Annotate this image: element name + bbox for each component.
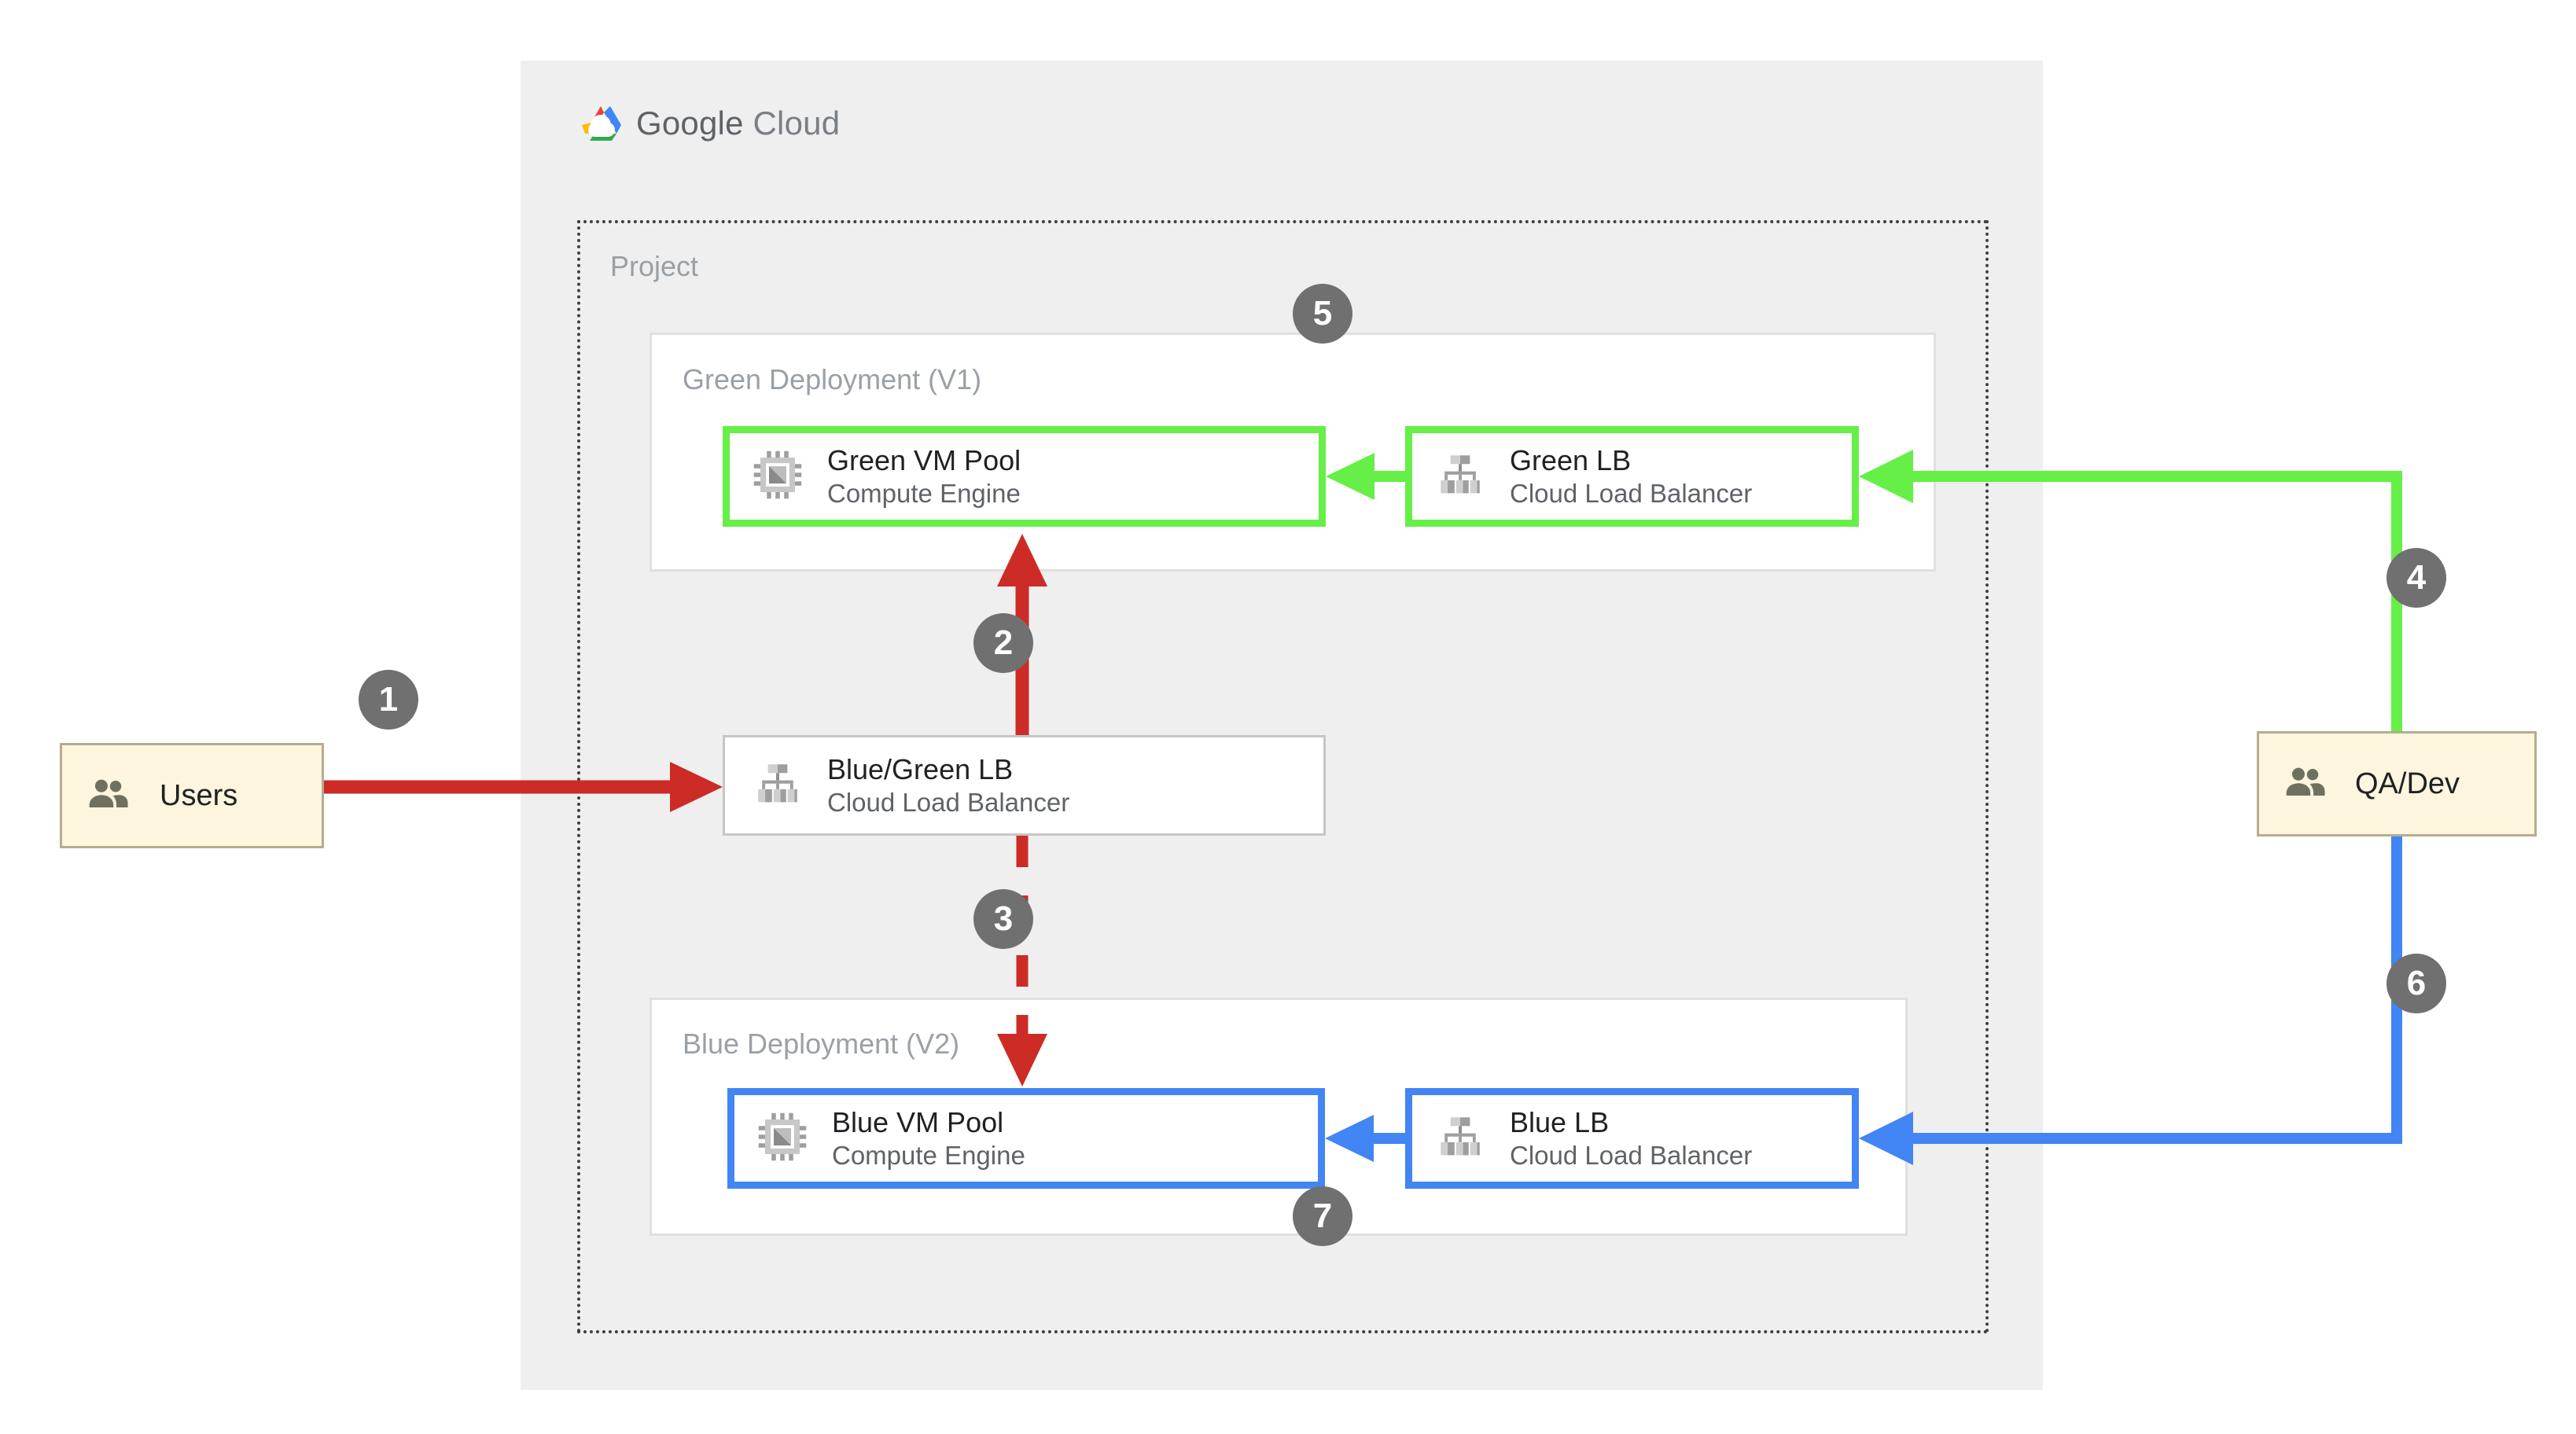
actor-label: Users [160, 778, 238, 812]
actor-users[interactable]: Users [60, 743, 324, 848]
node-blue-green-lb[interactable]: Blue/Green LB Cloud Load Balancer [723, 735, 1326, 836]
green-deployment-label: Green Deployment (V1) [683, 363, 982, 395]
actor-label: QA/Dev [2355, 767, 2460, 800]
load-balancer-icon [1434, 449, 1486, 505]
step-badge-3: 3 [973, 889, 1033, 949]
node-title: Blue LB [1510, 1105, 1610, 1138]
step-badge-number: 3 [993, 899, 1014, 938]
node-subtitle: Cloud Load Balancer [1510, 1140, 1753, 1170]
step-badge-number: 1 [378, 680, 399, 719]
cpu-chip-icon [756, 1111, 808, 1167]
node-subtitle: Cloud Load Balancer [827, 787, 1070, 817]
step-badge-number: 5 [1312, 294, 1333, 333]
step-badge-number: 2 [993, 623, 1014, 662]
brand-cloud: Cloud [753, 105, 841, 142]
people-icon [84, 770, 133, 822]
step-badge-4: 4 [2386, 548, 2446, 608]
step-badge-1: 1 [359, 670, 418, 730]
cpu-chip-icon [752, 449, 804, 505]
step-badge-6: 6 [2386, 954, 2446, 1013]
step-badge-number: 4 [2406, 558, 2427, 597]
node-blue-lb[interactable]: Blue LB Cloud Load Balancer [1405, 1088, 1859, 1189]
step-badge-number: 7 [1312, 1197, 1333, 1235]
node-text: Green LB Cloud Load Balancer [1510, 443, 1752, 509]
node-title: Blue VM Pool [832, 1105, 1004, 1138]
load-balancer-icon [1434, 1111, 1486, 1167]
project-label: Project [610, 250, 699, 282]
step-badge-7: 7 [1293, 1186, 1352, 1246]
node-subtitle: Compute Engine [832, 1140, 1025, 1170]
node-text: Blue LB Cloud Load Balancer [1510, 1105, 1752, 1171]
node-title: Green VM Pool [827, 443, 1021, 476]
node-text: Green VM Pool Compute Engine [827, 443, 1021, 509]
node-blue-vm-pool[interactable]: Blue VM Pool Compute Engine [727, 1088, 1325, 1189]
google-cloud-wordmark: Google Cloud [636, 105, 840, 142]
actor-qa-dev[interactable]: QA/Dev [2257, 731, 2537, 836]
node-subtitle: Cloud Load Balancer [1510, 478, 1753, 508]
blue-deployment-label: Blue Deployment (V2) [683, 1028, 960, 1060]
load-balancer-icon [752, 758, 804, 814]
people-icon [2281, 758, 2330, 811]
step-badge-5: 5 [1293, 284, 1352, 344]
google-cloud-branding: Google Cloud [578, 104, 840, 143]
google-cloud-logo-icon [578, 104, 624, 143]
brand-google: Google [636, 105, 744, 142]
step-badge-number: 6 [2406, 964, 2427, 1002]
step-badge-2: 2 [973, 613, 1033, 673]
node-title: Green LB [1510, 443, 1632, 476]
node-text: Blue/Green LB Cloud Load Balancer [827, 752, 1069, 818]
node-green-lb[interactable]: Green LB Cloud Load Balancer [1405, 426, 1859, 527]
node-subtitle: Compute Engine [827, 478, 1021, 508]
node-title: Blue/Green LB [827, 752, 1014, 785]
project-boundary [577, 220, 1989, 1333]
node-text: Blue VM Pool Compute Engine [832, 1105, 1025, 1171]
node-green-vm-pool[interactable]: Green VM Pool Compute Engine [723, 426, 1326, 527]
